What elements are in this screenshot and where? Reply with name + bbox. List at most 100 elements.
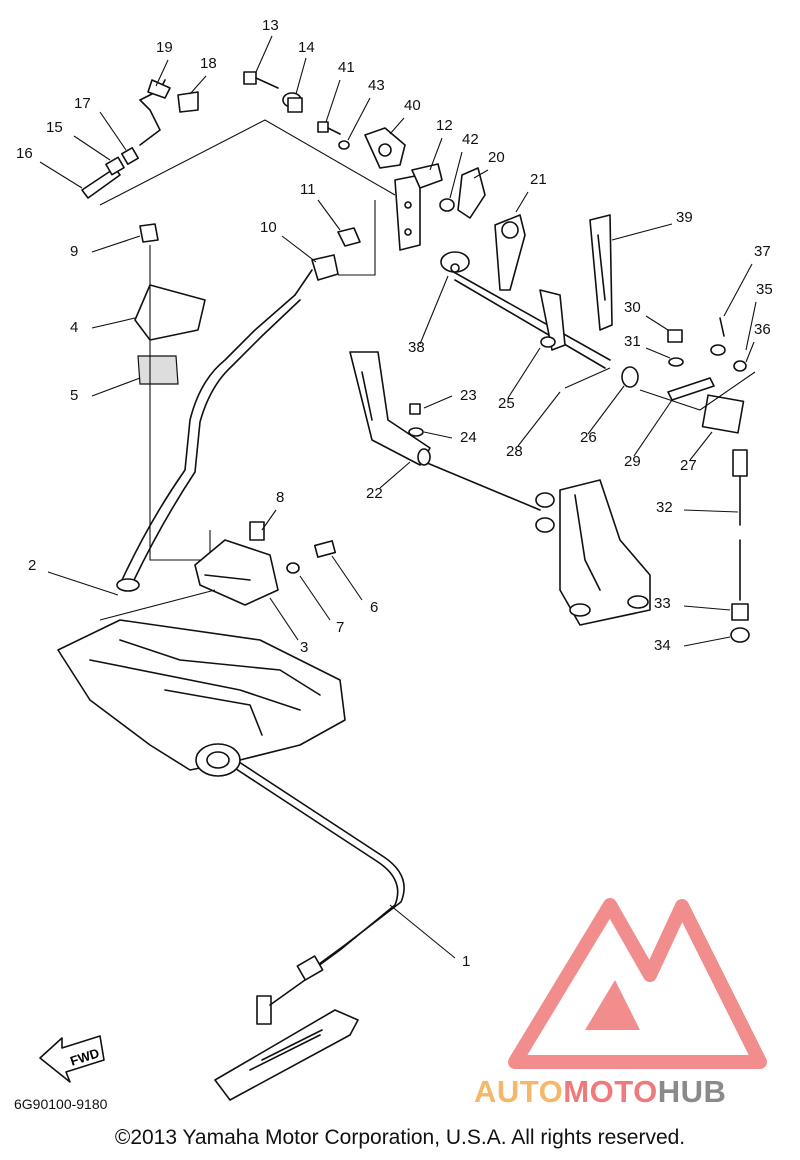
leader-line-9 (91, 235, 141, 253)
fwd-arrow-icon: FWD (39, 1035, 105, 1083)
part-number-21: 21 (530, 171, 547, 188)
part-number-10: 10 (260, 219, 277, 236)
leader-line-26 (587, 385, 625, 435)
leader-line-14 (295, 57, 307, 95)
leader-line-21 (515, 191, 529, 213)
part-number-26: 26 (580, 429, 597, 446)
part-number-35: 35 (756, 281, 773, 298)
leader-line-36 (745, 341, 755, 363)
part-number-24: 24 (460, 429, 477, 446)
part-number-8: 8 (276, 489, 284, 506)
part-number-6: 6 (370, 599, 378, 616)
leader-line-29 (633, 399, 673, 457)
watermark-hub: HUB (657, 1074, 727, 1109)
part-number-16: 16 (16, 145, 33, 162)
part-number-42: 42 (462, 131, 479, 148)
leader-line-13 (255, 35, 273, 73)
part-number-33: 33 (654, 595, 671, 612)
upper-linkage (99, 119, 443, 296)
leader-line-6 (331, 555, 363, 601)
part-number-17: 17 (74, 95, 91, 112)
leader-line-17 (99, 111, 127, 151)
part-number-27: 27 (680, 457, 697, 474)
leader-line-34 (683, 636, 731, 647)
leader-line-30 (645, 315, 669, 331)
shift-lever (349, 351, 431, 466)
leader-line-10 (281, 235, 317, 263)
leader-line-37 (723, 263, 753, 317)
part-number-11: 11 (300, 181, 316, 198)
throttle-grip (214, 955, 359, 1101)
cable-clamp-stack (134, 223, 211, 561)
part-number-12: 12 (436, 117, 453, 134)
part-number-36: 36 (754, 321, 771, 338)
bottom-cowl-bracket (57, 578, 346, 777)
part-number-40: 40 (404, 97, 421, 114)
part-number-38: 38 (408, 339, 425, 356)
leader-line-43 (347, 97, 371, 141)
part-number-5: 5 (70, 387, 78, 404)
part-number-1: 1 (462, 953, 470, 970)
fasteners-top (243, 71, 486, 219)
leader-line-11 (317, 199, 341, 231)
right-hardware (408, 317, 756, 643)
watermark-text: AUTOMOTOHUB (474, 1074, 726, 1110)
part-number-25: 25 (498, 395, 515, 412)
leader-line-5 (91, 377, 141, 397)
leader-line-16 (39, 161, 83, 189)
lower-mount-housing (419, 459, 651, 626)
leader-line-38 (419, 275, 449, 345)
leader-line-32 (683, 509, 739, 513)
shift-rod-assembly (440, 214, 613, 369)
leader-line-28 (517, 391, 561, 447)
leader-line-20 (473, 169, 489, 179)
leader-line-27 (689, 431, 713, 461)
leader-line-39 (611, 223, 673, 241)
part-number-2: 2 (28, 557, 36, 574)
part-number-30: 30 (624, 299, 641, 316)
copyright-notice: ©2013 Yamaha Motor Corporation, U.S.A. A… (114, 1126, 686, 1149)
cable-holder (99, 521, 337, 621)
part-number-7: 7 (336, 619, 344, 636)
leader-line-15 (73, 135, 111, 161)
part-number-15: 15 (46, 119, 63, 136)
callout-labels: 1234567891011121314151617181920212223242… (16, 17, 773, 970)
leader-line-25 (507, 347, 541, 399)
part-number-4: 4 (70, 319, 78, 336)
leader-line-1 (389, 904, 456, 959)
leader-line-41 (325, 79, 341, 123)
leader-line-4 (91, 317, 136, 329)
part-number-9: 9 (70, 243, 78, 260)
part-number-14: 14 (298, 39, 315, 56)
top-left-fittings (81, 79, 199, 199)
part-number-37: 37 (754, 243, 771, 260)
part-number-31: 31 (624, 333, 641, 350)
part-number-41: 41 (338, 59, 355, 76)
part-number-18: 18 (200, 55, 217, 72)
leader-line-7 (299, 575, 331, 621)
part-number-29: 29 (624, 453, 641, 470)
part-number-13: 13 (262, 17, 279, 34)
leader-line-33 (683, 605, 731, 611)
part-number-20: 20 (488, 149, 505, 166)
part-number-28: 28 (506, 443, 523, 460)
reference-code: 6G90100-9180 (14, 1096, 108, 1112)
part-number-3: 3 (300, 639, 308, 656)
leader-line-42 (449, 151, 463, 199)
part-number-34: 34 (654, 637, 671, 654)
leader-line-19 (155, 59, 169, 87)
leader-line-2 (47, 571, 119, 596)
leader-line-35 (745, 301, 757, 351)
leader-line-23 (423, 395, 453, 409)
part-number-22: 22 (366, 485, 383, 502)
part-number-19: 19 (156, 39, 173, 56)
part-number-23: 23 (460, 387, 477, 404)
leader-line-12 (429, 137, 443, 171)
part-number-32: 32 (656, 499, 673, 516)
leader-line-8 (261, 509, 277, 531)
watermark-auto: AUTO (474, 1074, 564, 1109)
leader-line-22 (379, 461, 411, 489)
leader-line-18 (189, 75, 207, 95)
part-number-39: 39 (676, 209, 693, 226)
